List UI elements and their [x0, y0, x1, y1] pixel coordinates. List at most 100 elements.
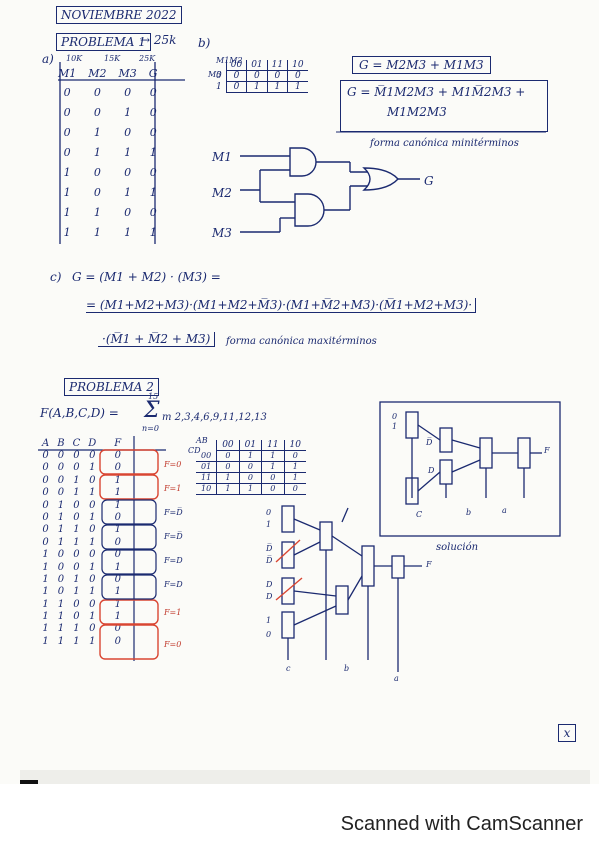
problem1-title: PROBLEMA 1	[56, 33, 151, 51]
tt1-cell: 0	[149, 205, 157, 219]
tt2-cell: 0	[73, 499, 80, 511]
tt1-cell: 1	[124, 225, 132, 239]
tt2-cell: 0	[114, 623, 121, 635]
tt2-cell: 1	[42, 598, 49, 610]
tt2-cell: 0	[42, 524, 49, 536]
tt2-cell: 1	[89, 511, 96, 523]
tt1-cell: 0	[124, 125, 132, 139]
kmap1-empty	[212, 60, 226, 71]
maxterm-line1: G = (M1 + M2) · (M3) =	[72, 270, 221, 284]
tt2-cell: 0	[73, 611, 80, 623]
kmap1-col-header: 00	[225, 60, 247, 71]
mux-label-b: b	[466, 508, 472, 517]
tt1-cell: 1	[124, 145, 132, 159]
tt2-cell: 0	[73, 549, 80, 561]
tt1-cell: 1	[93, 125, 101, 139]
kmap2-cell: 0	[283, 483, 306, 495]
kmap1-col-header: 01	[246, 60, 268, 71]
tt1-cell: 1	[149, 145, 157, 159]
tt1-cell: 0	[93, 165, 101, 179]
tt1-cell: 0	[124, 165, 132, 179]
kmap2-cell: 1	[216, 472, 240, 484]
tt2-cell: 1	[73, 536, 80, 548]
kmap2-cell: 1	[216, 483, 240, 495]
tt2-cell: 1	[42, 586, 49, 598]
tt2-cell: 1	[89, 635, 96, 647]
tt2-cell: 1	[57, 511, 65, 523]
tt1-cell: 0	[63, 105, 71, 119]
tt2-cell: 1	[73, 586, 80, 598]
group-label-7: F=1	[164, 608, 182, 617]
mux2-in-0: 0	[266, 508, 272, 517]
kmap1-cell: 0	[287, 70, 308, 82]
tt1-cell: 1	[93, 205, 101, 219]
tt2-cell: 0	[114, 573, 121, 585]
sigma-icon: Σ	[144, 398, 160, 423]
tt2-cell: 1	[73, 474, 80, 486]
tt2-cell: 0	[42, 462, 49, 474]
tt2-cell: 0	[114, 635, 121, 647]
kmap2-cell: 0	[216, 461, 240, 473]
kmap2-cell: 0	[238, 461, 262, 473]
tt2-cell: 1	[42, 623, 49, 635]
group-label-1: F=0	[164, 460, 182, 469]
tt2-cell: 1	[57, 524, 65, 536]
tt2-cell: 1	[57, 536, 65, 548]
mux2-in-3: D̅	[266, 556, 273, 565]
kmap1-cell: 1	[287, 81, 308, 93]
tt2-header-0: A	[42, 438, 50, 449]
tt1-cell: 1	[149, 185, 157, 199]
kmap1-cell: 1	[216, 82, 222, 92]
tt1-header-1: M2	[88, 66, 107, 80]
maxterm-line3: ·(M̅1 + M̅2 + M3)	[98, 332, 216, 347]
kmap2-cell: 1	[238, 450, 262, 462]
sum-top: 15	[148, 392, 159, 401]
tt2-header-2: C	[72, 438, 81, 449]
tt2-cell: 0	[89, 499, 96, 511]
tt2-cell: 0	[89, 449, 96, 461]
part-c-label: c)	[50, 270, 62, 284]
kmap1-cell: 0	[216, 71, 222, 81]
tt1-cell: 0	[63, 145, 71, 159]
mux-tree-circuit	[275, 505, 422, 672]
camscanner-brand: Scanned with CamScanner	[340, 813, 583, 835]
truth-table-1-lines	[58, 62, 185, 244]
kmap2-cell: 0	[238, 472, 262, 484]
tt2-cell: 0	[89, 598, 96, 610]
group-label-3: F=D̅	[164, 508, 183, 517]
mux2-in-5: D	[266, 592, 273, 601]
kmap2-corner-top: AB	[196, 436, 208, 445]
kmap2-col-header: 01	[238, 440, 262, 451]
mux-label-dbar: D̅	[426, 438, 433, 447]
function-def: F(A,B,C,D) =	[40, 406, 119, 420]
tt2-cell: 0	[42, 487, 49, 499]
mux2-in-2: D̅	[266, 544, 273, 553]
tt1-cell: 0	[149, 165, 157, 179]
tt2-cell: 0	[42, 449, 49, 461]
kmap2-cell: 0	[283, 450, 306, 462]
tt2-cell: 1	[89, 536, 96, 548]
cost-m3: 25K	[139, 54, 156, 63]
cost-m1: 10K	[66, 54, 83, 63]
kmap2-cell: 1	[261, 450, 285, 462]
group-label-2: F=1	[164, 484, 182, 493]
tt2-cell: 1	[89, 586, 96, 598]
tt2-cell: 1	[42, 573, 49, 585]
mux2-in-7: 0	[266, 630, 272, 639]
kmap1-cell: 0	[225, 81, 247, 93]
tt1-cell: 0	[93, 85, 101, 99]
